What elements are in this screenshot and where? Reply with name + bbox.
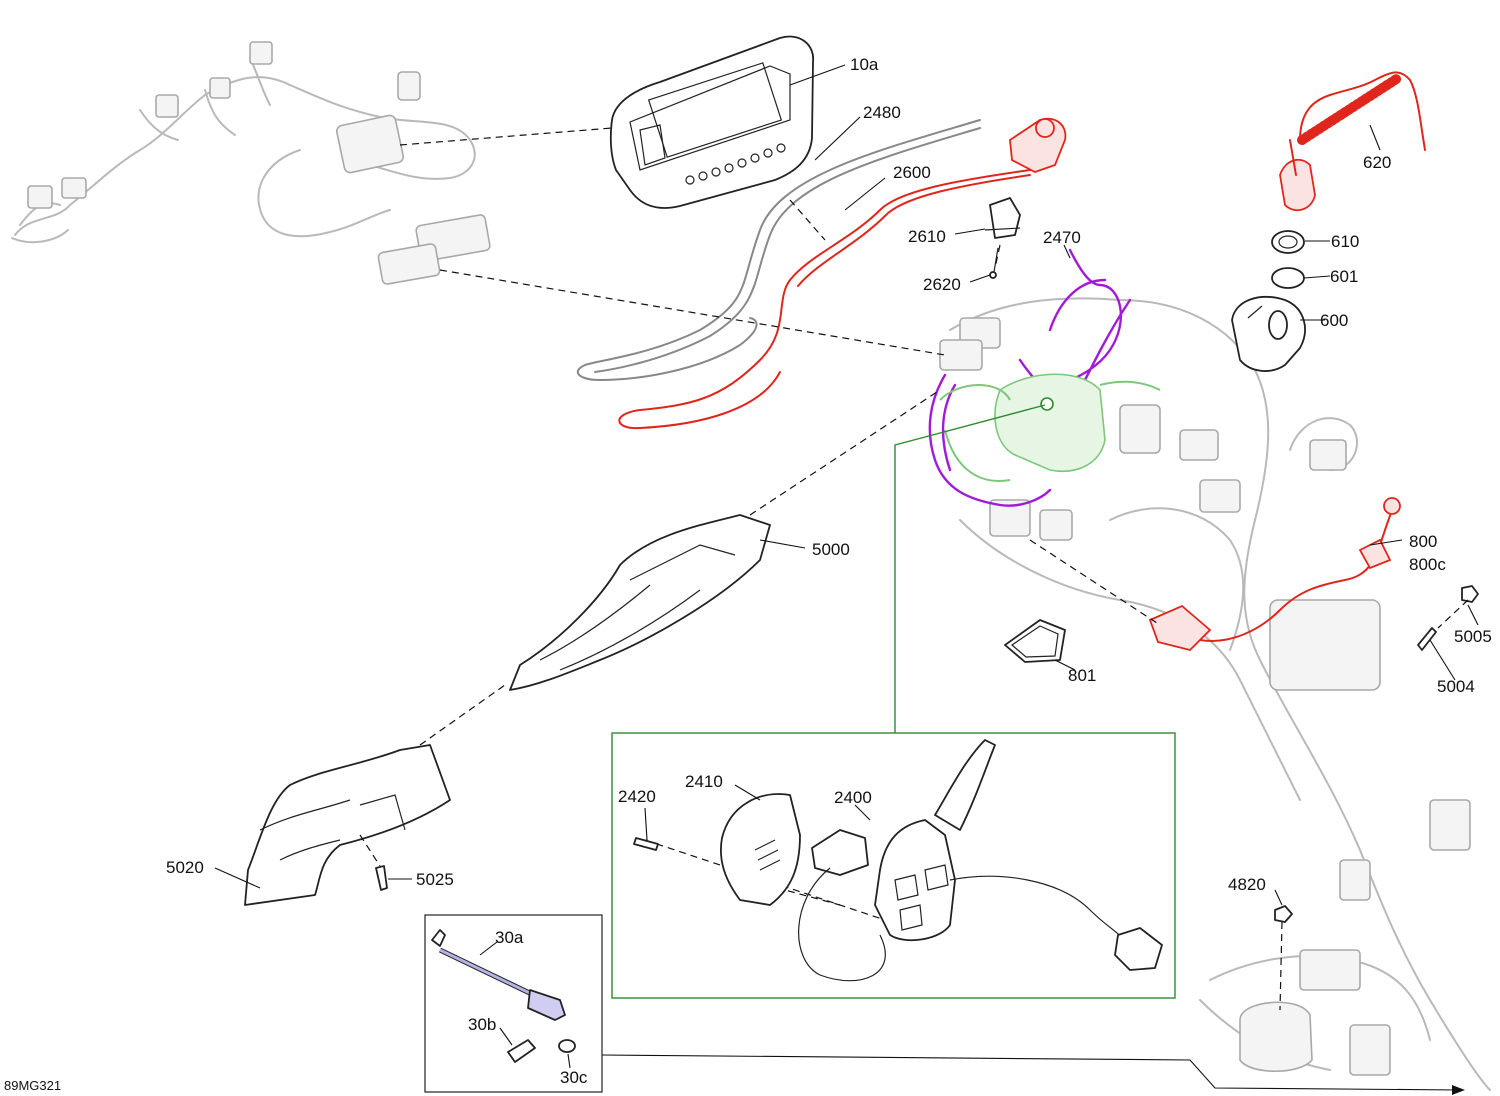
label-800: 800 <box>1409 532 1437 551</box>
label-600: 600 <box>1320 311 1348 330</box>
label-2620: 2620 <box>923 275 961 294</box>
lanyard-620 <box>1279 71 1426 212</box>
washer-30c <box>558 1039 576 1053</box>
switch-2400 <box>798 739 1163 982</box>
label-30c: 30c <box>560 1068 588 1087</box>
bolt-30b <box>507 1039 536 1063</box>
label-5005: 5005 <box>1454 627 1492 646</box>
leader-lines <box>214 64 1479 1069</box>
reference-code: 89MG321 <box>4 1078 61 1093</box>
part-labels: 10a 2480 2600 2610 2620 2470 620 610 601… <box>4 55 1492 1093</box>
label-2600: 2600 <box>893 163 931 182</box>
label-2410: 2410 <box>685 772 723 791</box>
label-801: 801 <box>1068 666 1096 685</box>
switch-module-highlight <box>939 373 1161 482</box>
label-601: 601 <box>1330 267 1358 286</box>
gauge-cluster <box>609 35 814 209</box>
cap-610 <box>1271 230 1305 254</box>
label-2400: 2400 <box>834 788 872 807</box>
tube-2480 <box>576 119 981 381</box>
cable-800 <box>1148 497 1401 651</box>
sensor-30a <box>431 929 566 1021</box>
clip-2610 <box>984 197 1021 239</box>
screw-5025 <box>375 865 388 891</box>
label-2610: 2610 <box>908 227 946 246</box>
label-2420: 2420 <box>618 787 656 806</box>
label-30a: 30a <box>495 928 524 947</box>
nut-4820 <box>1274 905 1293 923</box>
detail-frame <box>611 732 1176 999</box>
cover-2410 <box>720 793 801 906</box>
label-30b: 30b <box>468 1015 496 1034</box>
detail-box-sensor <box>424 914 1465 1095</box>
gasket-801 <box>1004 619 1066 663</box>
label-2470: 2470 <box>1043 228 1081 247</box>
label-2480: 2480 <box>863 103 901 122</box>
label-5020: 5020 <box>166 858 204 877</box>
bracket-5000 <box>509 514 771 691</box>
label-4820: 4820 <box>1228 875 1266 894</box>
nut-5005 <box>1461 585 1479 603</box>
pin-2420 <box>633 837 659 851</box>
screw-2620 <box>989 247 999 279</box>
key-switch-600 <box>1231 296 1306 372</box>
red-connector-2600 <box>1009 117 1067 173</box>
sensor-frame <box>424 914 603 1093</box>
gauge-buttons-row <box>685 143 786 185</box>
label-800c: 800c <box>1409 555 1446 574</box>
label-10a: 10a <box>850 55 879 74</box>
harness-ghost-top-left <box>11 41 491 285</box>
cable-2600 <box>618 117 1067 430</box>
label-5025: 5025 <box>416 870 454 889</box>
label-610: 610 <box>1331 232 1359 251</box>
assembly-lines <box>359 127 1469 1011</box>
cover-5020 <box>244 744 451 906</box>
ring-601 <box>1271 267 1305 289</box>
label-5000: 5000 <box>812 540 850 559</box>
label-5004: 5004 <box>1437 677 1475 696</box>
label-620: 620 <box>1363 153 1391 172</box>
stud-5004 <box>1417 627 1437 651</box>
detail-box-switch <box>611 404 1176 999</box>
